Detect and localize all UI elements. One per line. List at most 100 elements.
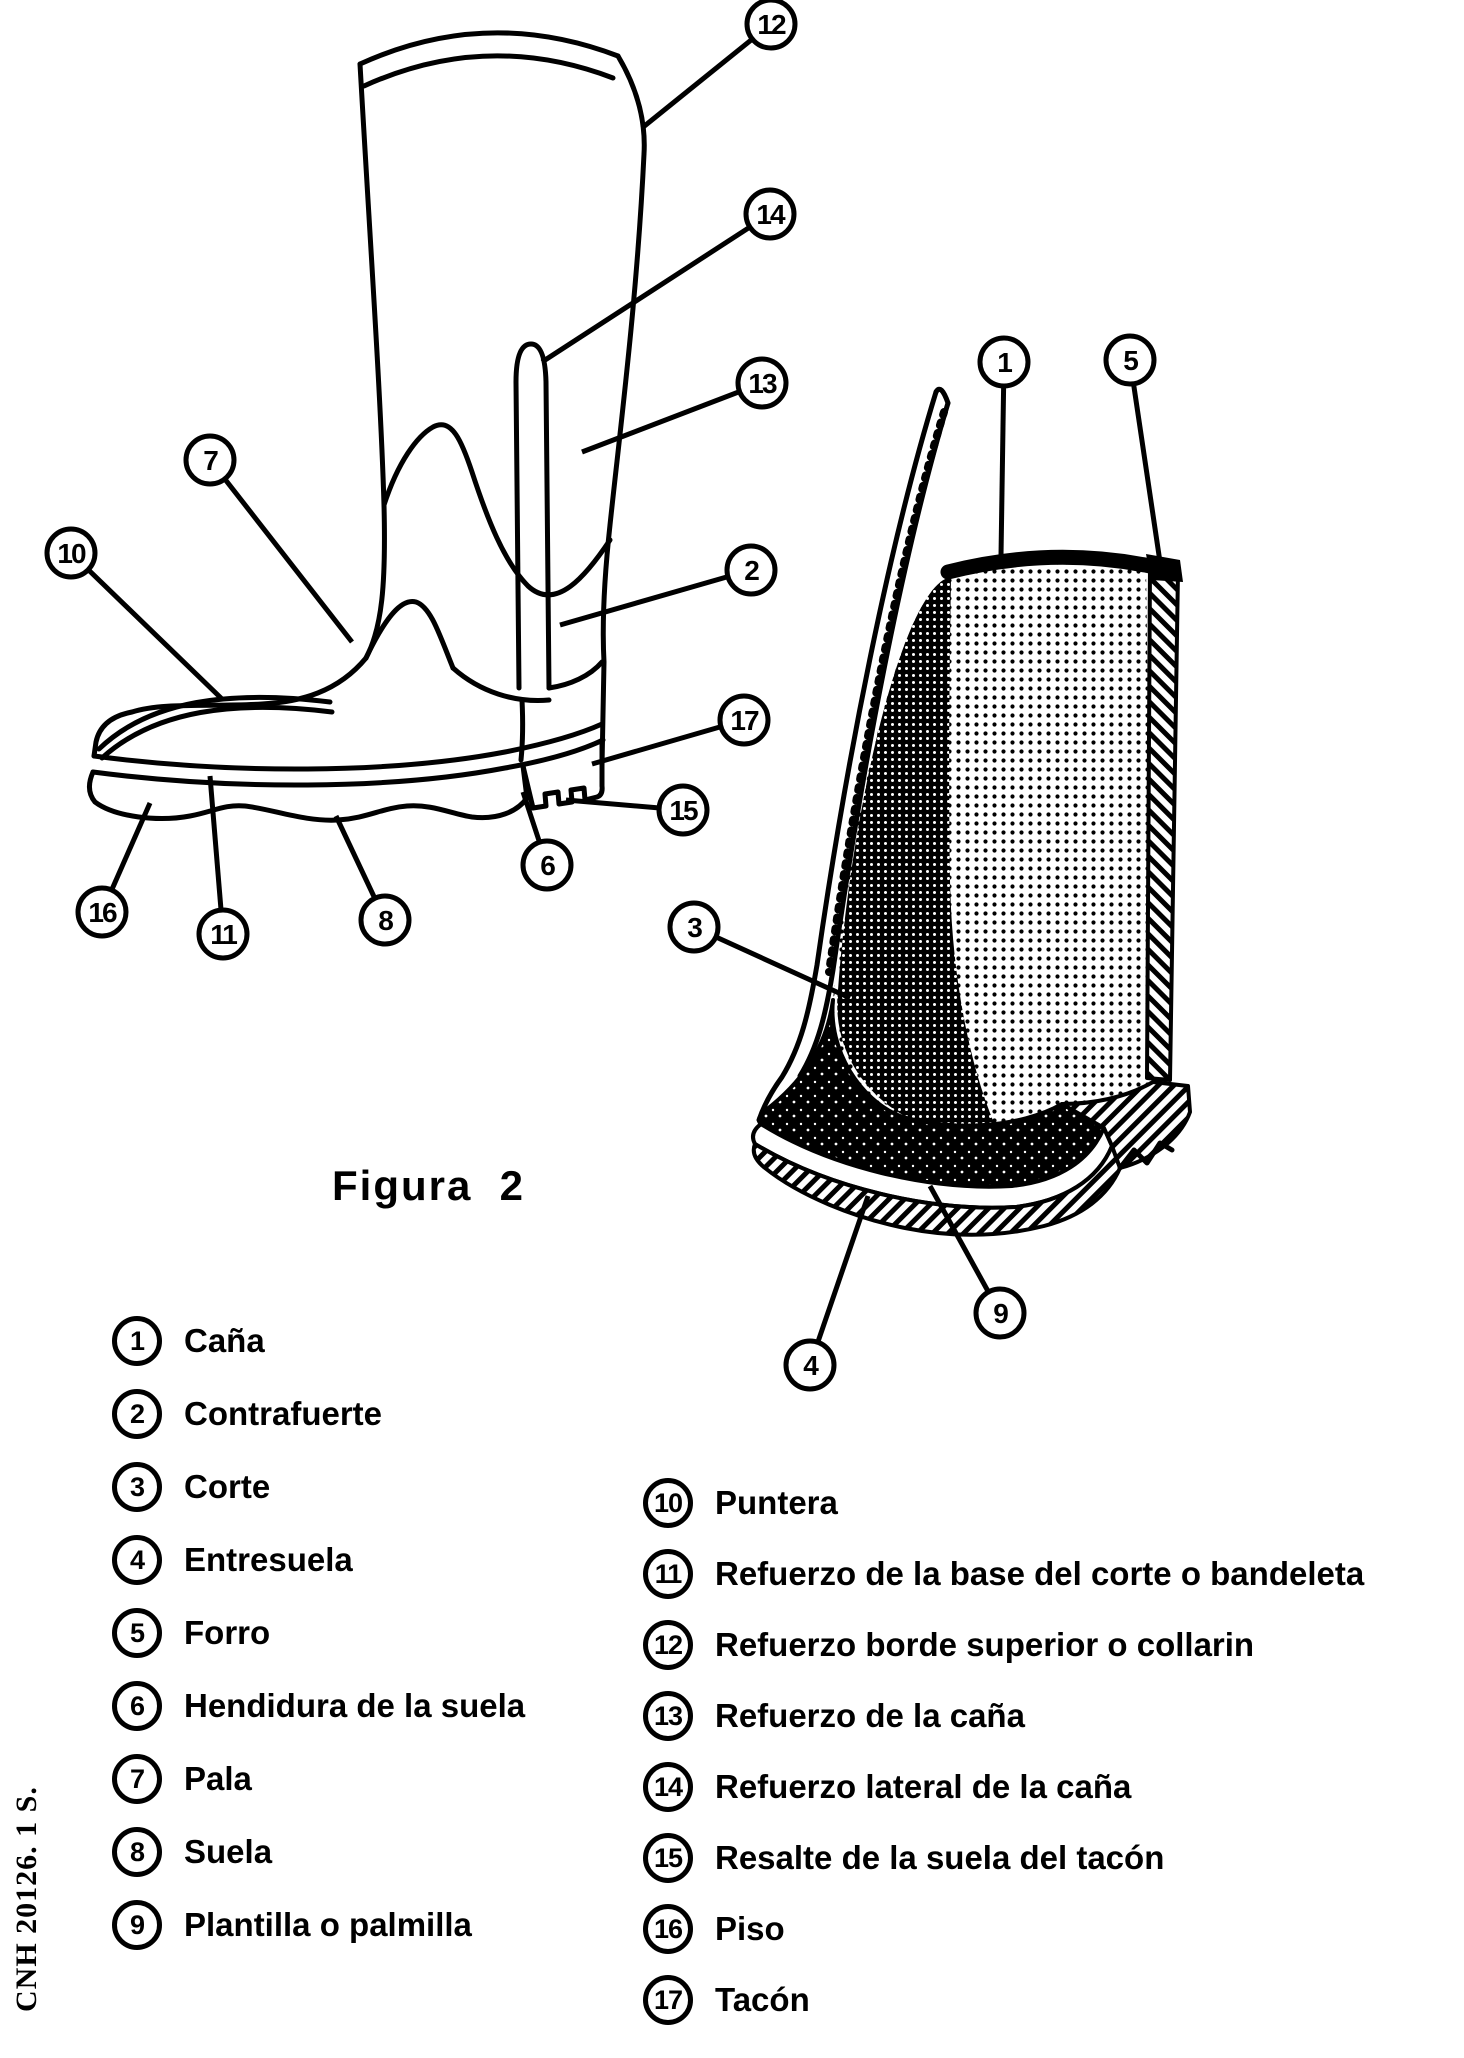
svg-text:9: 9: [993, 1298, 1008, 1329]
svg-text:7: 7: [203, 445, 218, 476]
legend-number-circle: 16: [643, 1904, 693, 1954]
callout-8: 8: [358, 893, 412, 947]
callout-line-3: [692, 924, 852, 1001]
boot-left-foxing-bottom: [90, 737, 606, 788]
legend-label: Resalte de la suela del tacón: [715, 1839, 1165, 1876]
legend-label: Tacón: [715, 1981, 810, 2018]
legend-item-7: 7 Pala: [112, 1754, 525, 1804]
boot-right-lining-band: [1145, 564, 1180, 1082]
callout-1: 1: [977, 335, 1031, 389]
legend-number-circle: 4: [112, 1535, 162, 1585]
svg-text:4: 4: [803, 1350, 819, 1381]
callout-5: 5: [1103, 333, 1157, 387]
boot-left-scallop-lower: [363, 598, 456, 671]
legend-label: Caña: [184, 1322, 265, 1359]
legend-label: Piso: [715, 1910, 785, 1947]
legend-item-2: 2 Contrafuerte: [112, 1389, 525, 1439]
legend-label: Refuerzo de la base del corte o bandelet…: [715, 1555, 1365, 1592]
callout-14: 14: [743, 187, 797, 241]
callout-line-12: [640, 22, 773, 130]
boot-left-ankle-curve: [450, 665, 552, 703]
callout-line-14: [540, 211, 772, 365]
boot-right-top-band: [940, 549, 1158, 580]
legend-number-circle: 14: [643, 1762, 693, 1812]
boot-left-collar-inner: [361, 53, 616, 89]
legend-number-circle: 15: [643, 1833, 693, 1883]
legend-label: Pala: [184, 1760, 252, 1797]
legend-item-13: 13 Refuerzo de la caña: [643, 1691, 1364, 1741]
boot-left-toe-cap-inner: [99, 704, 335, 761]
svg-text:10: 10: [57, 538, 86, 569]
legend-number-circle: 5: [112, 1608, 162, 1658]
legend-item-12: 12 Refuerzo borde superior o collarin: [643, 1620, 1364, 1670]
svg-text:17: 17: [730, 705, 759, 736]
callout-line-13: [581, 380, 763, 455]
callout-15: 15: [656, 783, 710, 837]
callout-2: 2: [724, 543, 778, 597]
boot-right-outsole-hatch: [751, 1142, 1122, 1237]
legend-item-10: 10 Puntera: [643, 1478, 1364, 1528]
legend-item-11: 11 Refuerzo de la base del corte o bande…: [643, 1549, 1364, 1599]
callout-leader-lines: [69, 22, 1163, 1366]
callout-9: 9: [973, 1286, 1027, 1340]
legend-item-1: 1 Caña: [112, 1316, 525, 1366]
legend-label: Contrafuerte: [184, 1395, 383, 1432]
legend-left-column: 1 Caña 2 Contrafuerte 3 Corte 4 Entresue…: [112, 1316, 525, 1950]
callout-11: 11: [196, 907, 250, 961]
boot-right-lip-tip: [933, 386, 951, 406]
svg-text:13: 13: [748, 368, 777, 399]
legend-number-circle: 2: [112, 1389, 162, 1439]
boot-left-tongue-stripe: [513, 341, 552, 691]
boot-right-heel-tread: [1117, 1140, 1175, 1171]
legend-number-circle: 8: [112, 1827, 162, 1877]
svg-text:14: 14: [756, 199, 786, 230]
boot-left-shaft-right-edge: [599, 53, 647, 769]
legend-number-circle: 12: [643, 1620, 693, 1670]
callout-13: 13: [735, 356, 789, 410]
legend-label: Corte: [184, 1468, 271, 1505]
svg-text:2: 2: [744, 555, 759, 586]
callout-16: 16: [75, 885, 129, 939]
legend-item-9: 9 Plantilla o palmilla: [112, 1900, 525, 1950]
svg-text:5: 5: [1123, 345, 1138, 376]
boot-cross-section-drawing: [751, 386, 1192, 1237]
legend-label: Refuerzo borde superior o collarin: [715, 1626, 1255, 1663]
legend-number-circle: 17: [643, 1975, 693, 2025]
callout-line-2: [559, 567, 752, 628]
legend-item-17: 17 Tacón: [643, 1975, 1364, 2025]
legend-label: Refuerzo lateral de la caña: [715, 1768, 1132, 1805]
callout-line-4: [807, 1195, 871, 1366]
legend-label: Hendidura de la suela: [184, 1687, 526, 1724]
boot-outline-drawing: [87, 30, 647, 823]
callout-line-7: [208, 458, 354, 644]
legend-number-circle: 3: [112, 1462, 162, 1512]
boot-right-lip-hatch-ticks: [825, 408, 948, 976]
callout-line-10: [69, 551, 224, 701]
legend-right-column: 10 Puntera 11 Refuerzo de la base del co…: [643, 1478, 1364, 2025]
boot-left-sole-bottom: [87, 769, 530, 823]
callout-4: 4: [783, 1338, 837, 1392]
legend-number-circle: 7: [112, 1754, 162, 1804]
boot-left-collar-outer: [357, 30, 621, 67]
svg-text:15: 15: [669, 795, 698, 826]
boot-left-shaft-left-edge: [357, 61, 387, 661]
figure-caption: Figura 2: [332, 1162, 526, 1209]
callout-12: 12: [744, 0, 798, 51]
boot-right-top-band-right-lump: [1146, 554, 1183, 582]
boot-left-heel-teeth: [520, 737, 605, 811]
legend-item-15: 15 Resalte de la suela del tacón: [643, 1833, 1364, 1883]
legend-item-14: 14 Refuerzo lateral de la caña: [643, 1762, 1364, 1812]
boot-left-scallop-upper: [381, 422, 613, 598]
svg-text:11: 11: [210, 919, 237, 950]
legend-label: Suela: [184, 1833, 273, 1870]
legend-item-4: 4 Entresuela: [112, 1535, 525, 1585]
callout-3: 3: [667, 900, 721, 954]
legend-number-circle: 1: [112, 1316, 162, 1366]
svg-text:12: 12: [757, 9, 786, 40]
legend-item-3: 3 Corte: [112, 1462, 525, 1512]
legend-number-circle: 9: [112, 1900, 162, 1950]
callout-10: 10: [44, 526, 98, 580]
legend-label: Plantilla o palmilla: [184, 1906, 472, 1943]
